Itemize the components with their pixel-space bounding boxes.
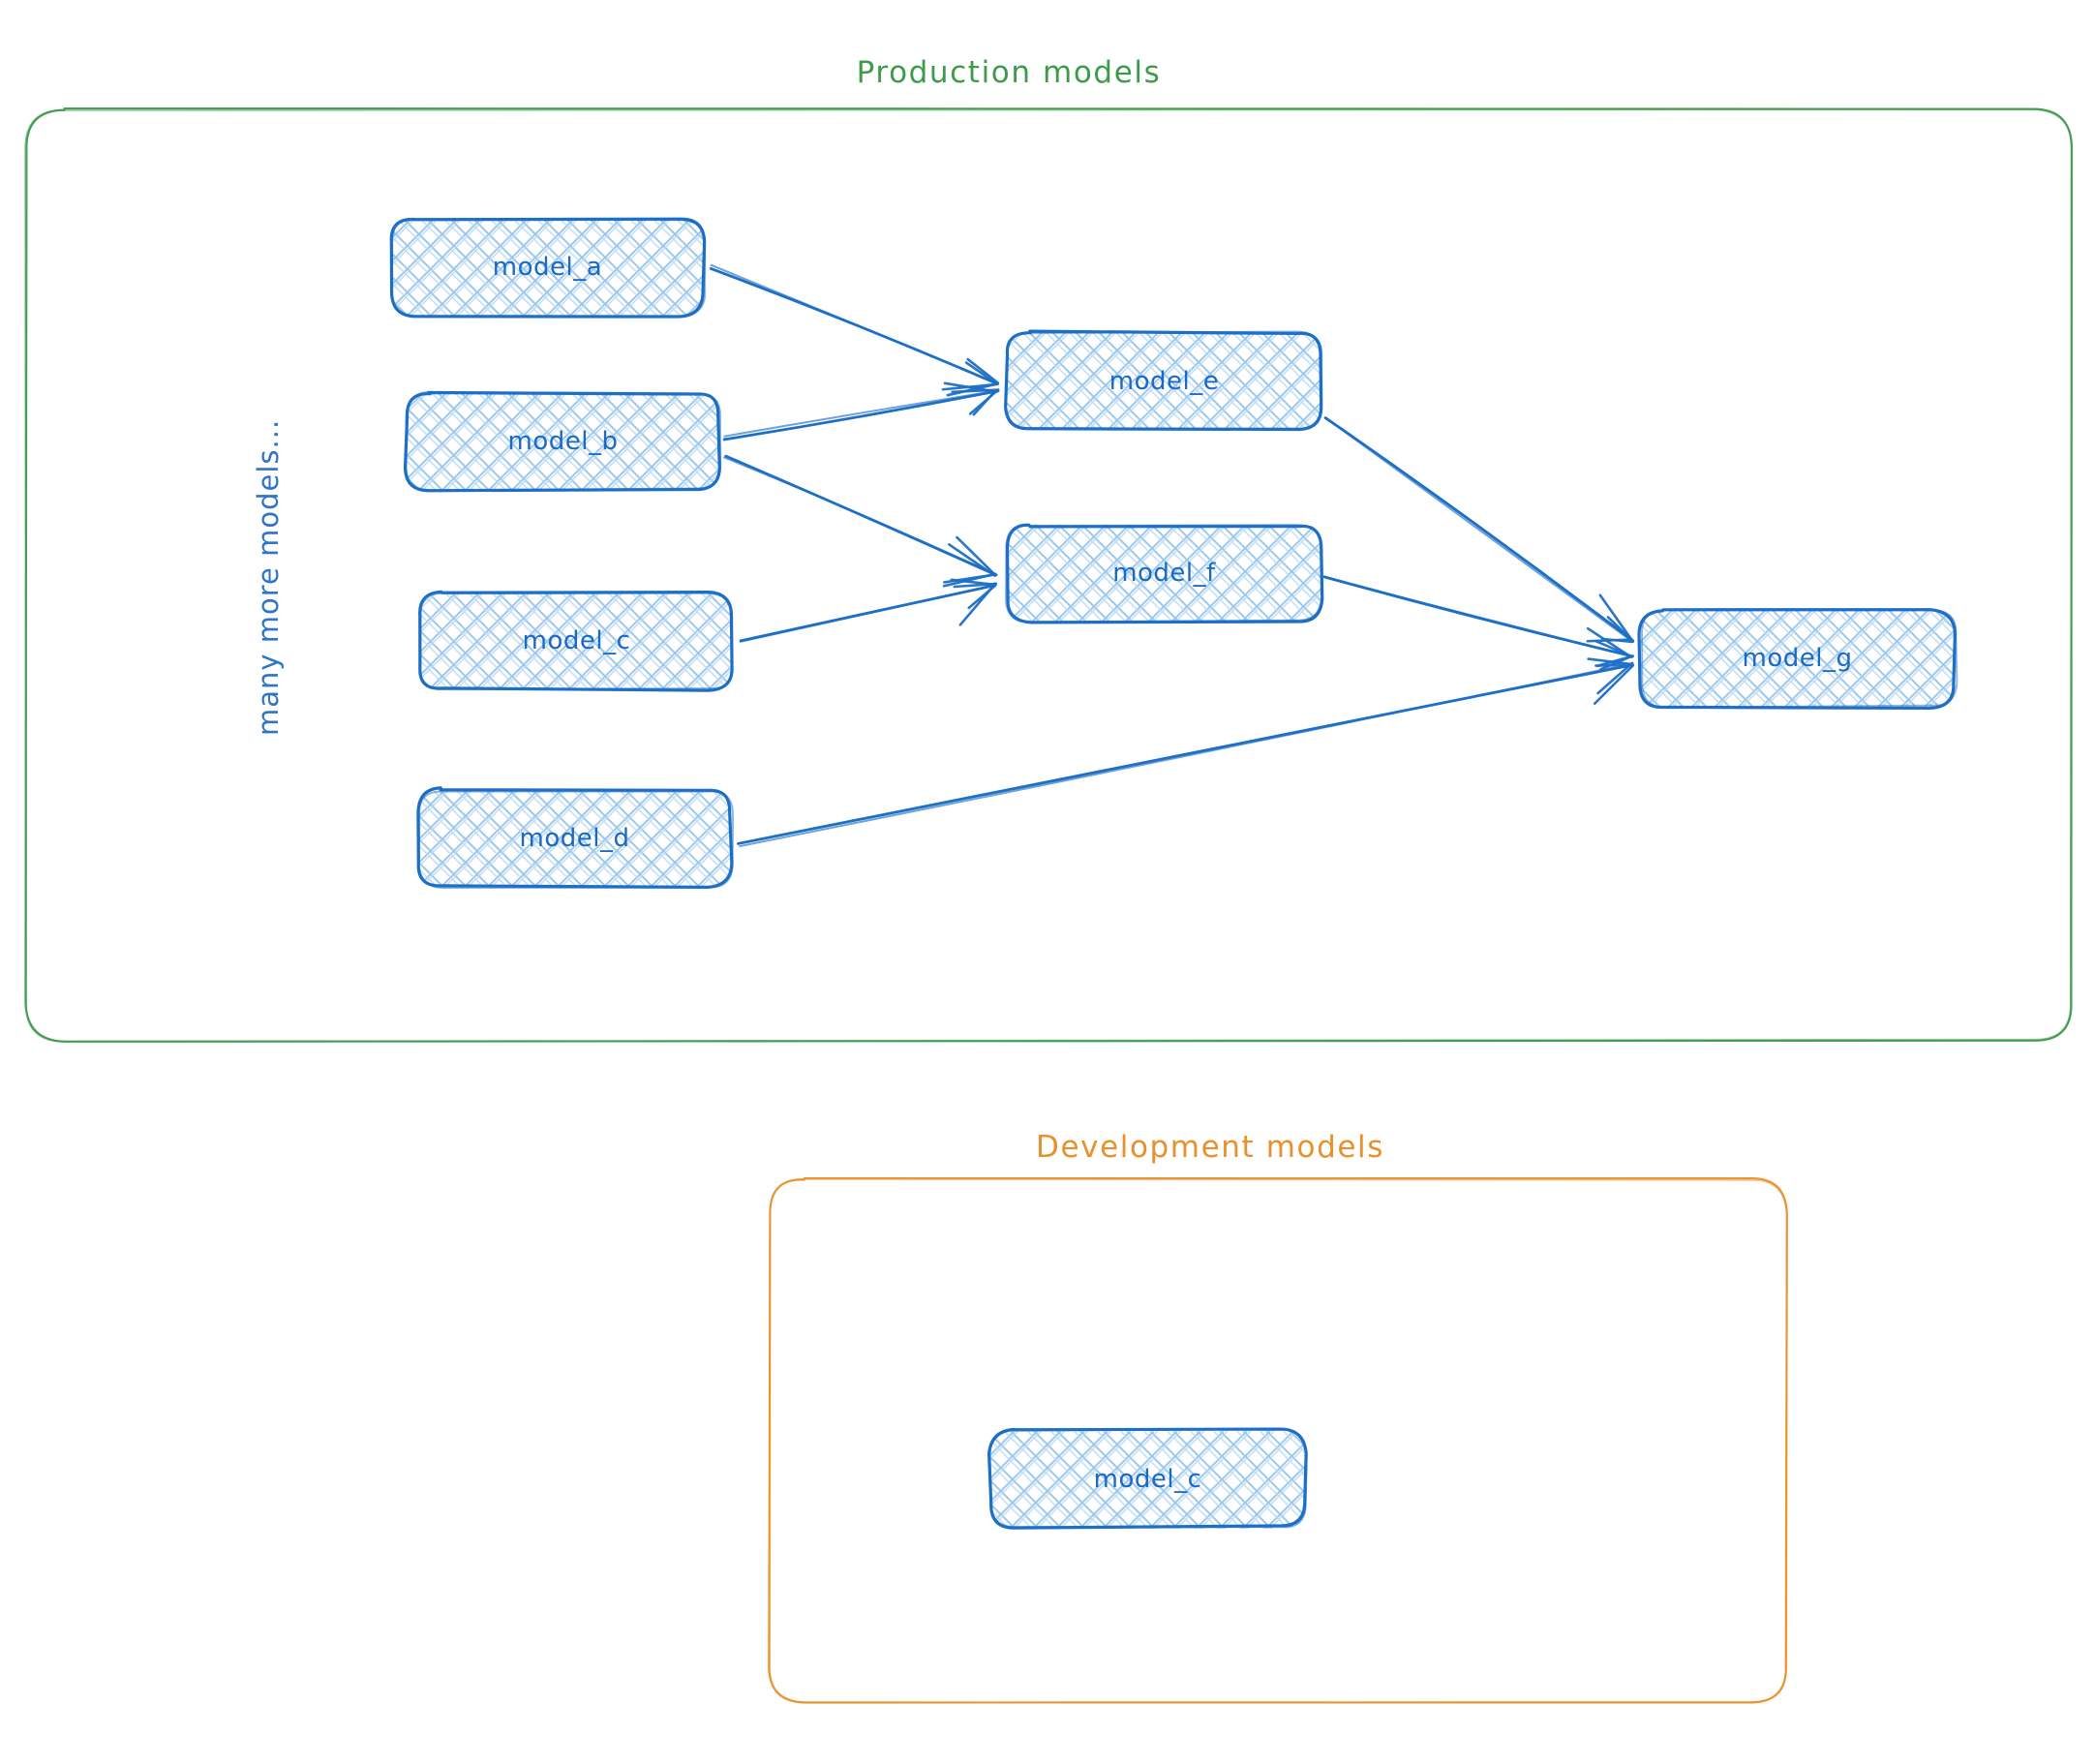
node-border-stroke [1005,524,1322,623]
edge-line-stroke [1325,417,1634,644]
node-hatch-fill-secondary [1006,332,1322,431]
group-container-production [24,106,2074,1043]
arrow-head-stroke [1587,657,1633,666]
edge-line-stroke [1323,416,1634,643]
edge-line-stroke [739,584,995,643]
arrow-head-stroke [946,382,999,397]
node-border-stroke [988,1428,1308,1529]
node-model_d[interactable] [416,786,734,890]
node-hatch-fill-secondary [1006,524,1322,623]
arrow-head-stroke [972,388,998,416]
edge-a-e [709,263,1000,397]
edge-c-f [739,578,998,643]
arrow-head [1587,657,1634,705]
edge-line-stroke [1326,577,1634,658]
arrow-head [1586,593,1635,644]
node-hatch-fill-secondary [390,218,705,317]
arrow-head-stroke [1598,593,1634,643]
edge-b-f [723,454,998,588]
node-hatch-fill-secondary [420,592,734,690]
arrow-head-stroke [1586,638,1633,643]
edge-line-stroke [723,389,999,438]
node-hatch-fill-secondary [1639,609,1955,707]
node-model_c[interactable] [418,590,734,692]
arrow-head-stroke [966,357,1000,384]
node-border-stroke [1637,608,1958,711]
node-border-stroke [1004,330,1323,430]
node-hatch-fill-secondary [406,392,720,491]
arrow-head-stroke [942,572,997,588]
arrow-head-stroke [1606,616,1635,643]
arrow-head-stroke [948,543,996,577]
arrow-head-stroke [956,535,996,576]
node-dev_model_c[interactable] [987,1427,1308,1530]
node-border-stroke [417,790,734,890]
edge-line-stroke [710,263,998,384]
node-model_g[interactable] [1637,608,1958,711]
arrow-head-stroke [1593,664,1634,705]
nodes [389,217,1958,1530]
node-model_a[interactable] [389,217,707,319]
node-border-stroke [1641,608,1958,709]
edge-line-stroke [723,456,997,576]
group-containers [24,106,2074,1704]
edge-f-g [1322,575,1635,671]
arrow-head-stroke [951,388,1000,394]
edges [709,263,1635,848]
arrow-head [943,381,1000,416]
group-container-development [768,1177,1788,1704]
node-model_f[interactable] [1005,523,1324,624]
arrow-head [950,578,998,626]
node-border-stroke [390,218,707,319]
arrow-head-stroke [1594,639,1634,658]
arrow-head-stroke [964,361,998,385]
edge-line-stroke [739,662,1634,848]
node-border-stroke [418,592,733,691]
group-border-stroke [24,107,2074,1043]
node-model_e[interactable] [1004,329,1323,432]
arrow-head-stroke [1596,661,1634,695]
arrow-head-stroke [1594,663,1633,667]
edge-b-e [722,381,1000,441]
edge-d-g [737,657,1634,848]
edge-e-g [1323,416,1635,644]
node-hatch-fill-secondary [990,1431,1306,1529]
edge-line-stroke [722,389,1000,441]
arrow-head-stroke [958,582,997,626]
arrow-head [942,535,997,588]
arrow-head-stroke [953,582,998,589]
group-border-stroke [768,1177,1788,1704]
node-model_b[interactable] [403,390,722,493]
node-border-stroke [405,390,722,492]
arrow-head [941,357,1000,397]
node-hatch-fill-secondary [417,789,732,888]
